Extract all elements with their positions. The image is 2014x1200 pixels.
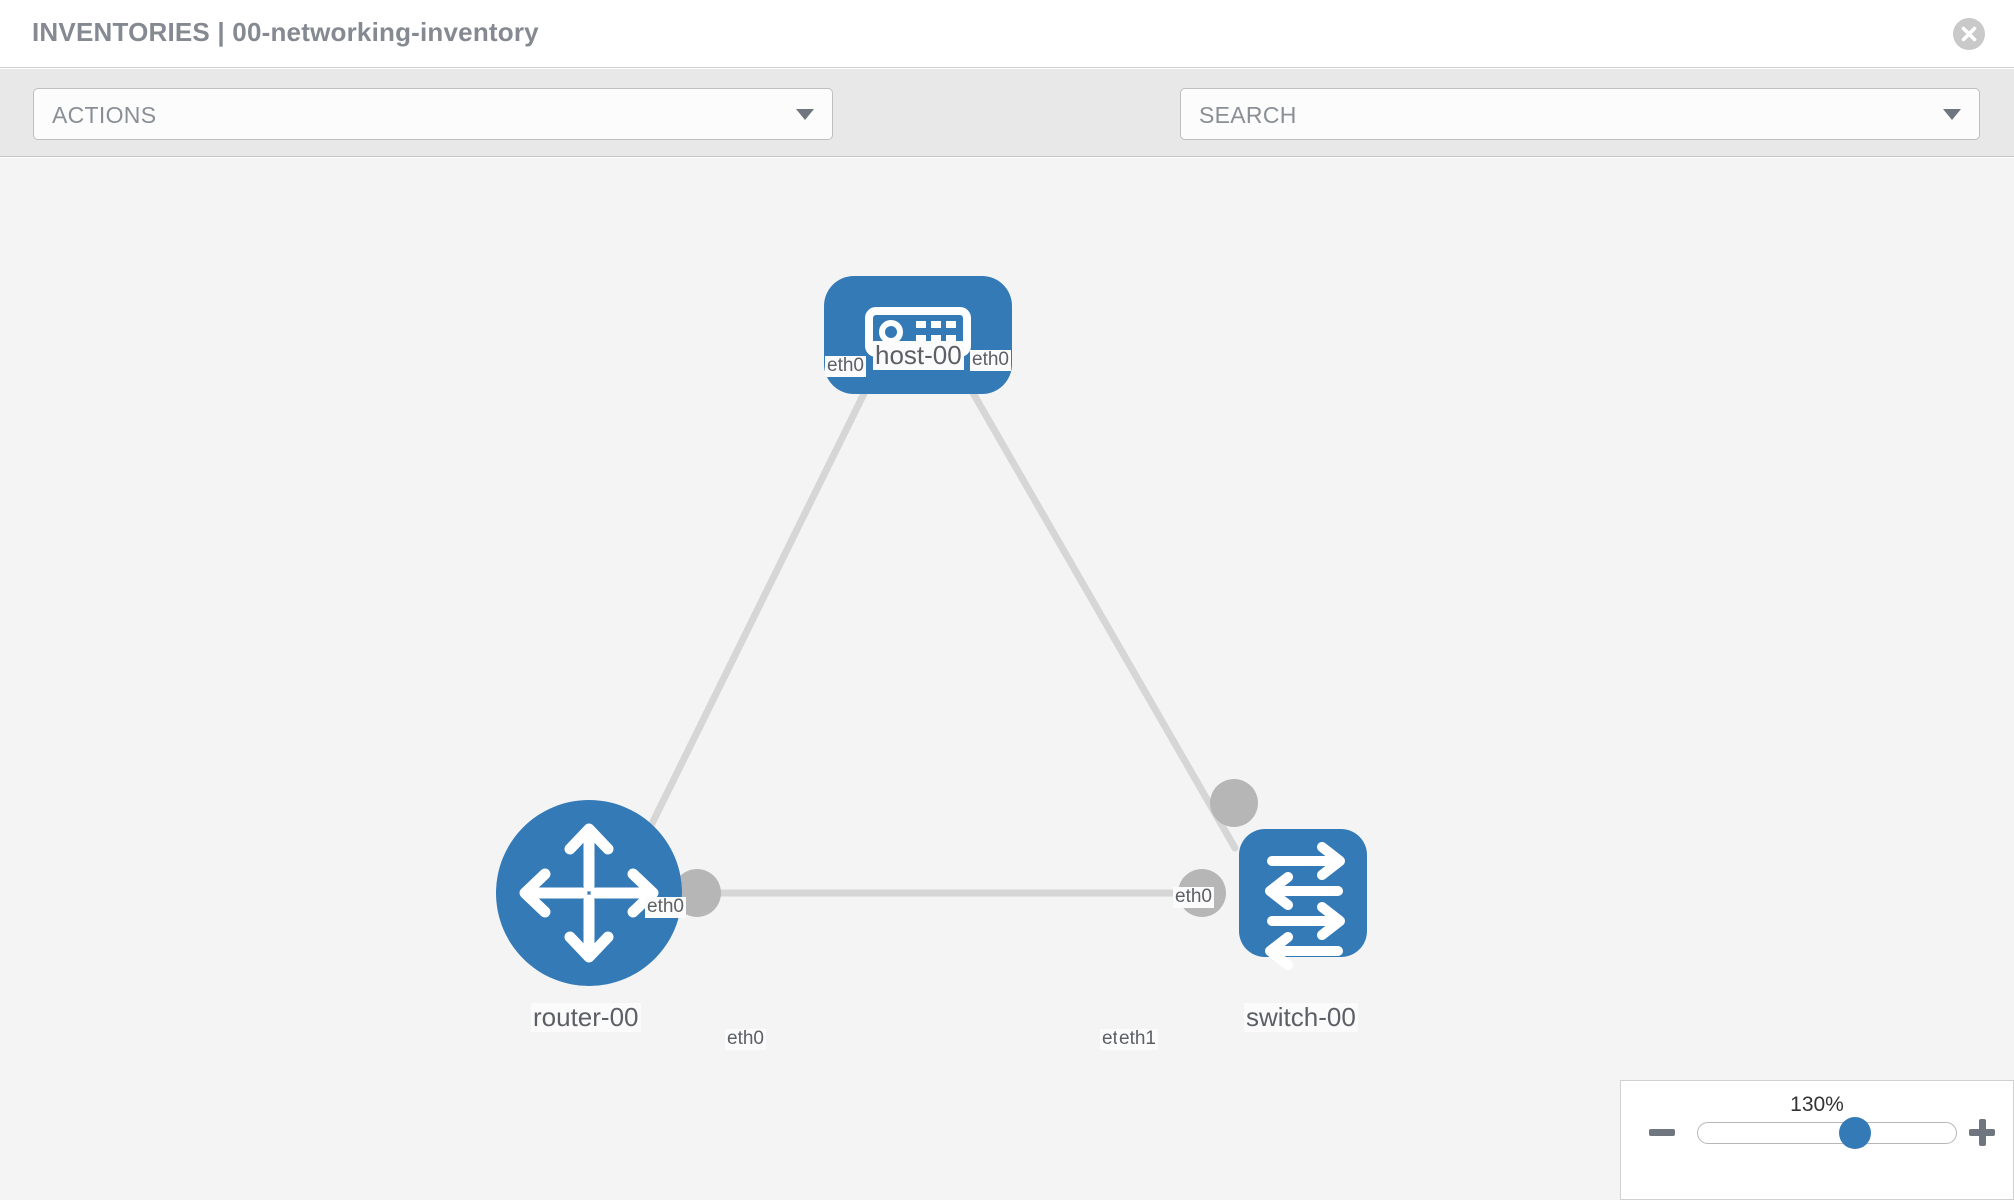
toolbar: ACTIONS SEARCH (0, 69, 2014, 198)
node-label-router-00: router-00 (531, 1002, 641, 1032)
page-title: INVENTORIES | 00-networking-inventory (32, 17, 539, 47)
zoom-out-button[interactable] (1649, 1129, 1675, 1136)
node-host-00[interactable] (824, 276, 1012, 394)
zoom-percent-label: 130% (1790, 1093, 1844, 1116)
switch-icon (1265, 842, 1345, 970)
page-header: INVENTORIES | 00-networking-inventory (0, 0, 2014, 68)
link-host-switch (946, 349, 1239, 852)
chevron-down-icon (1943, 109, 1961, 120)
node-switch-00[interactable] (1239, 829, 1367, 970)
iface-label-host-left: eth0 (825, 355, 866, 377)
zoom-slider-track[interactable] (1697, 1122, 1957, 1144)
connector-switch-nw (1210, 779, 1258, 827)
iface-label-switch-west: eth1 (1117, 1028, 1158, 1050)
router-icon (519, 823, 659, 963)
chevron-down-icon (796, 109, 814, 120)
node-router-00[interactable] (496, 800, 682, 986)
search-placeholder: SEARCH (1199, 102, 1297, 128)
node-label-switch-00: switch-00 (1244, 1002, 1358, 1032)
zoom-in-button-vertical[interactable] (1979, 1119, 1986, 1146)
search-input[interactable]: SEARCH (1180, 88, 1980, 140)
topology-canvas[interactable]: host-00 router-00 switch-00 eth0 eth0 et… (0, 158, 2014, 1200)
zoom-slider-thumb[interactable] (1839, 1117, 1871, 1149)
iface-label-router-east: eth0 (725, 1028, 766, 1050)
node-label-host-00: host-00 (873, 340, 964, 370)
actions-dropdown-label: ACTIONS (52, 102, 157, 128)
iface-label-router-north: eth0 (645, 896, 686, 918)
iface-label-host-right: eth0 (970, 349, 1011, 371)
actions-dropdown[interactable]: ACTIONS (33, 88, 833, 140)
close-icon[interactable] (1952, 17, 1986, 51)
topology-graph (496, 276, 1367, 986)
link-host-router (636, 349, 888, 852)
iface-label-switch-north: eth0 (1173, 886, 1214, 908)
zoom-control-panel: 130% (1620, 1080, 2014, 1200)
